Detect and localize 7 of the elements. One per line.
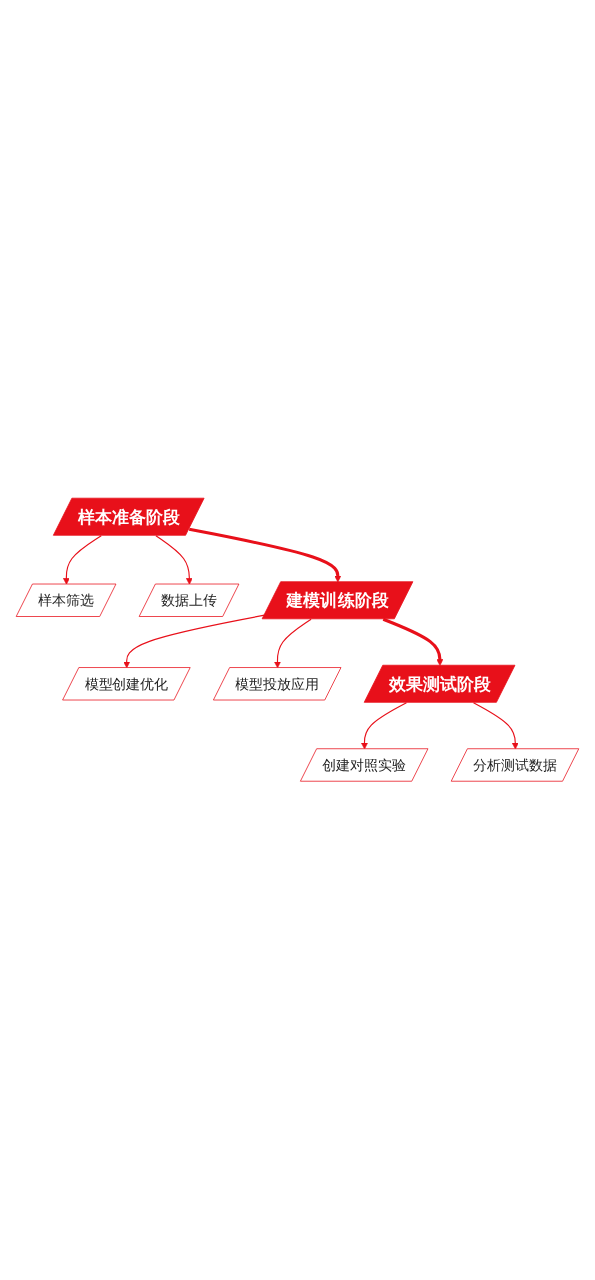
arrow [188, 527, 342, 583]
arrow [382, 618, 444, 667]
arrow [62, 535, 102, 585]
arrow [155, 535, 193, 585]
arrow [274, 618, 312, 669]
arrow [361, 702, 408, 750]
arrow [472, 702, 519, 750]
